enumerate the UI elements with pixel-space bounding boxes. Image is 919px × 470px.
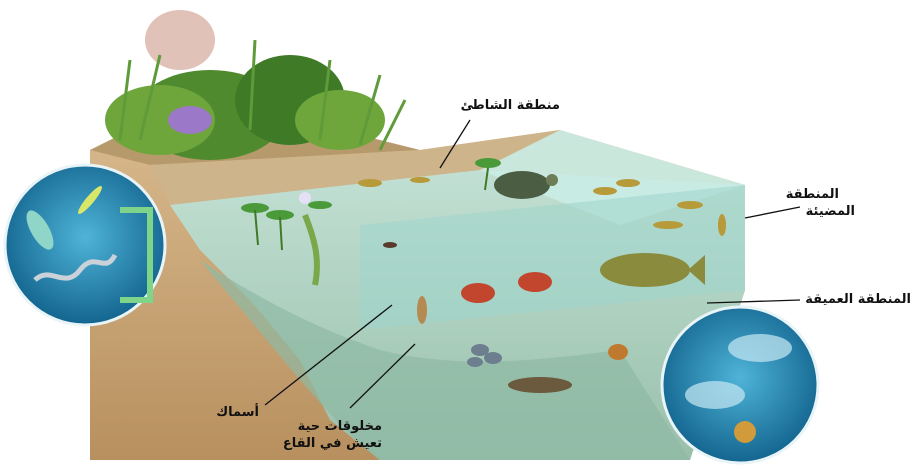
leader-lit (745, 207, 800, 218)
plankton-inset-right (662, 307, 818, 463)
shore-vegetation (105, 10, 405, 160)
shore-zone-label: منطقة الشاطئ (461, 97, 560, 114)
fish-label: أسماك (216, 404, 259, 421)
lit-zone-label-line2: المضيئة (806, 203, 855, 220)
bottom-organisms-label-line1: مخلوقات حية (298, 418, 382, 435)
deep-zone-label: المنطقة العميقة (805, 291, 911, 308)
lit-zone-label-line1: المنطقة (786, 186, 839, 203)
plankton-inset-left (5, 165, 165, 325)
bottom-organisms-label-line2: تعيش في القاع (283, 435, 382, 452)
